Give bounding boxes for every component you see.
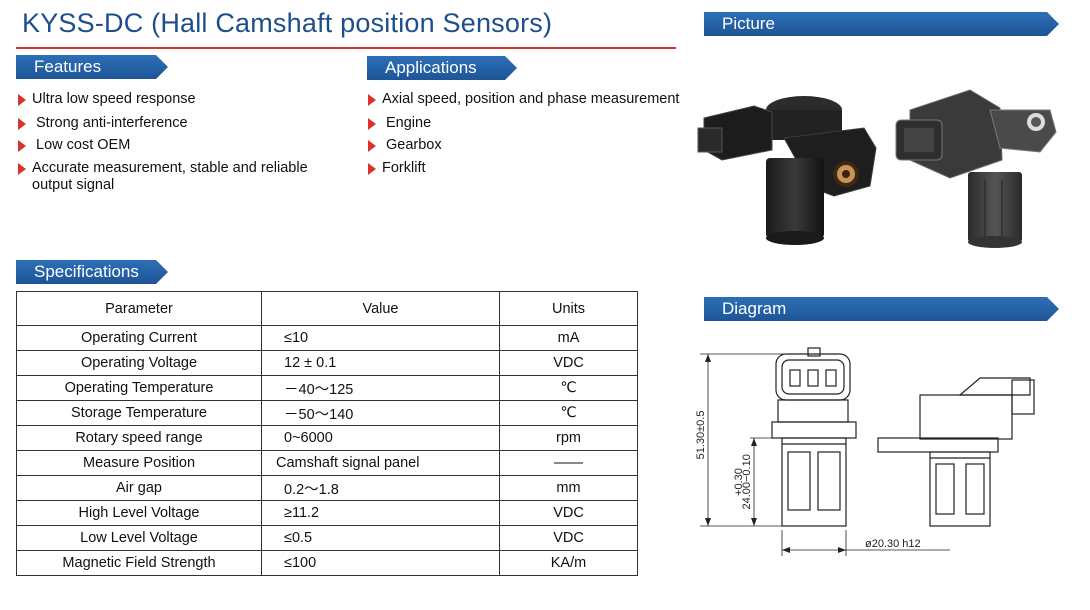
table-cell: VDC [499, 500, 638, 526]
list-item: Gearbox [368, 137, 698, 154]
table-cell: ≤10 [261, 325, 500, 351]
table-row: Storage Temperature－50～140℃ [16, 400, 638, 426]
list-item: Accurate measurement, stable and reliabl… [18, 160, 358, 194]
table-cell: Storage Temperature [16, 400, 262, 426]
column-header: Parameter [16, 291, 262, 326]
sensor-photo-2 [895, 89, 1057, 248]
bullet-triangle-icon [368, 163, 376, 175]
list-item: Axial speed, position and phase measurem… [368, 91, 698, 108]
dimension-height-label: 51.30±0.5 [695, 411, 707, 460]
table-cell: 12 ± 0.1 [261, 350, 500, 376]
list-item: Low cost OEM [18, 137, 358, 154]
bullet-triangle-icon [18, 163, 26, 175]
diagram-banner: Diagram [704, 297, 1059, 321]
table-cell: ≤100 [261, 550, 500, 576]
applications-list: Axial speed, position and phase measurem… [368, 91, 698, 177]
dimension-body-tolerance-top: +0.30 [733, 468, 745, 496]
picture-banner: Picture [704, 12, 1059, 36]
list-item: Forklift [368, 160, 698, 177]
table-cell: KA/m [499, 550, 638, 576]
table-cell: Operating Current [16, 325, 262, 351]
bullet-triangle-icon [368, 118, 376, 130]
table-cell: Operating Temperature [16, 375, 262, 401]
specifications-banner: Specifications [16, 260, 168, 284]
applications-banner: Applications [367, 56, 517, 80]
table-cell: rpm [499, 425, 638, 451]
table-cell: Low Level Voltage [16, 525, 262, 551]
specifications-table: Parameter Value Units Operating Current≤… [16, 291, 638, 576]
table-cell: Camshaft signal panel [261, 450, 500, 476]
dimension-body-label: 24.00 [741, 482, 753, 510]
table-cell: 0~6000 [261, 425, 500, 451]
table-cell: ≥11.2 [261, 500, 500, 526]
table-cell: Measure Position [16, 450, 262, 476]
dimension-diameter-label: ø20.30 h12 [865, 538, 921, 550]
bullet-triangle-icon [18, 118, 26, 130]
table-cell: VDC [499, 350, 638, 376]
column-header: Units [499, 291, 638, 326]
table-cell: Air gap [16, 475, 262, 501]
list-item: Strong anti-interference [18, 115, 358, 132]
table-row: Operating Temperature－40～125℃ [16, 375, 638, 401]
table-cell: High Level Voltage [16, 500, 262, 526]
table-cell: —— [499, 450, 638, 476]
table-cell: VDC [499, 525, 638, 551]
column-header: Value [261, 291, 500, 326]
table-cell: 0.2～1.8 [261, 475, 500, 501]
bullet-triangle-icon [18, 94, 26, 106]
bullet-triangle-icon [18, 140, 26, 152]
sensor-photo-1 [697, 96, 877, 245]
table-header-row: Parameter Value Units [16, 291, 638, 326]
dimension-drawing: 51.30±0.5 +0.30 −0.10 24.00 ø20.30 h12 [695, 347, 1035, 556]
page-title: KYSS-DC (Hall Camshaft position Sensors) [22, 8, 553, 38]
table-cell: －40～125 [261, 375, 500, 401]
list-item: Ultra low speed response [18, 91, 358, 108]
table-cell: mm [499, 475, 638, 501]
list-item: Engine [368, 115, 698, 132]
table-cell: mA [499, 325, 638, 351]
bullet-triangle-icon [368, 140, 376, 152]
table-cell: －50～140 [261, 400, 500, 426]
features-banner: Features [16, 55, 168, 79]
table-cell: ℃ [499, 375, 638, 401]
table-cell: Operating Voltage [16, 350, 262, 376]
features-list: Ultra low speed response Strong anti-int… [18, 91, 358, 194]
dimension-body-tolerance-bottom: −0.10 [741, 454, 753, 482]
table-cell: Magnetic Field Strength [16, 550, 262, 576]
table-cell: Rotary speed range [16, 425, 262, 451]
table-cell: ≤0.5 [261, 525, 500, 551]
table-cell: ℃ [499, 400, 638, 426]
bullet-triangle-icon [368, 94, 376, 106]
title-divider [16, 47, 676, 49]
